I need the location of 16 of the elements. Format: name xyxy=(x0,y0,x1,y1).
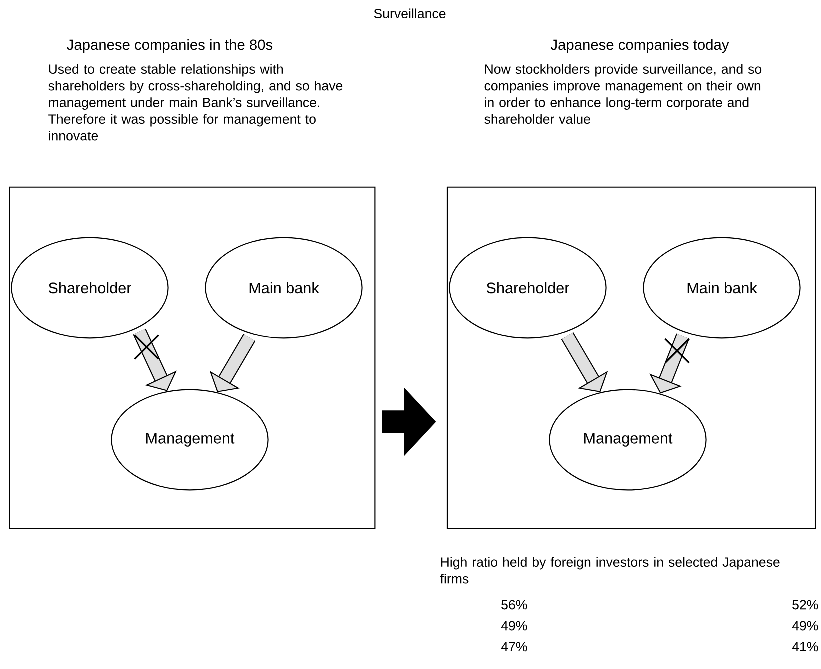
title: Surveillance xyxy=(374,8,446,18)
heading: Japanese companies in the 80s xyxy=(67,39,273,54)
percentage: 41% xyxy=(792,642,818,652)
panel-box xyxy=(446,186,816,530)
percentage: 49% xyxy=(501,621,528,631)
percentage: 52% xyxy=(792,600,818,610)
note: High ratio held by foreign investors in selected Japanese firms xyxy=(440,557,780,584)
percentage: 49% xyxy=(792,621,818,631)
description: Now stockholders provide surveillance, and so companies improve management on their own in order to enhance long-term corporate and shareholder value xyxy=(484,64,762,124)
block-arrow xyxy=(561,332,608,392)
percentage: 47% xyxy=(501,642,528,652)
crossed-arrow xyxy=(133,328,177,392)
description: Used to create stable relationships with shareholders by cross-shareholding, and so have management under main Bank’s surveillance. Therefore it was possible for management to innovate xyxy=(48,64,343,141)
percentage: 56% xyxy=(502,600,528,610)
heading: Japanese companies today xyxy=(550,39,730,54)
panel-box xyxy=(9,186,376,530)
